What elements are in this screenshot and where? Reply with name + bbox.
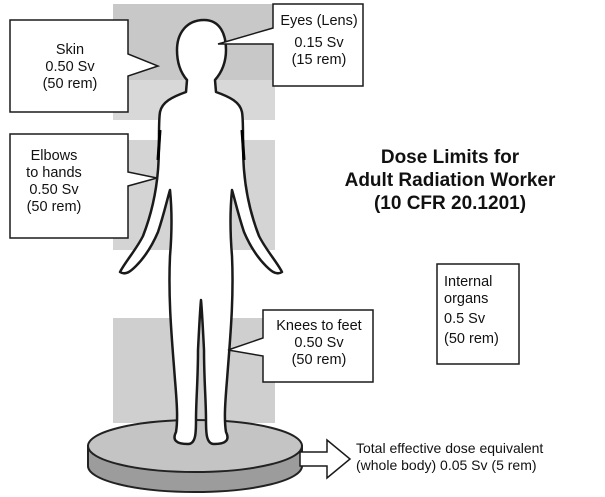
total-dose-line-1: Total effective dose equivalent (356, 440, 601, 457)
left-elbow-mark (158, 130, 160, 160)
diagram-title: Dose Limits for Adult Radiation Worker (… (300, 146, 600, 215)
title-line-3: (10 CFR 20.1201) (300, 192, 600, 215)
internal-organs-label: Internal organs 0.5 Sv (50 rem) (444, 274, 516, 348)
knees-sv: 0.50 Sv (266, 335, 372, 352)
skin-sv: 0.50 Sv (22, 59, 118, 76)
elbows-name-2: to hands (14, 165, 94, 182)
title-line-2: Adult Radiation Worker (300, 169, 600, 192)
eyes-sv: 0.15 Sv (276, 35, 362, 52)
total-dose-arrow (300, 440, 350, 478)
skin-rem: (50 rem) (22, 76, 118, 93)
elbows-name-1: Elbows (14, 148, 94, 165)
internal-name-1: Internal (444, 274, 516, 291)
total-dose-line-2: (whole body) 0.05 Sv (5 rem) (356, 457, 601, 474)
knees-name: Knees to feet (266, 318, 372, 335)
elbows-sv: 0.50 Sv (14, 182, 94, 199)
knees-label: Knees to feet 0.50 Sv (50 rem) (266, 318, 372, 369)
eyes-name: Eyes (Lens) (276, 13, 362, 30)
elbows-rem: (50 rem) (14, 199, 94, 216)
internal-name-2: organs (444, 291, 516, 308)
internal-sv: 0.5 Sv (444, 311, 516, 328)
internal-rem: (50 rem) (444, 331, 516, 348)
elbows-label: Elbows to hands 0.50 Sv (50 rem) (14, 148, 94, 216)
eyes-rem: (15 rem) (276, 52, 362, 69)
total-dose-label: Total effective dose equivalent (whole b… (356, 440, 601, 474)
right-elbow-mark (242, 130, 244, 160)
knees-rem: (50 rem) (266, 352, 372, 369)
skin-label: Skin 0.50 Sv (50 rem) (22, 42, 118, 93)
skin-name: Skin (22, 42, 118, 59)
title-line-1: Dose Limits for (300, 146, 600, 169)
eyes-label: Eyes (Lens) 0.15 Sv (15 rem) (276, 13, 362, 69)
